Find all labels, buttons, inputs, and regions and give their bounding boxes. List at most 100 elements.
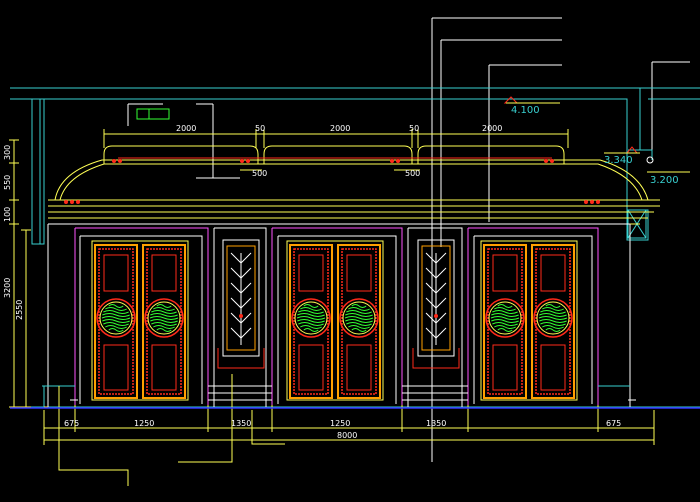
top-dimension-text: 2000 50 2000 50 2000 500 500 — [176, 124, 502, 178]
upper-panel — [346, 254, 372, 292]
top-dim-1: 2000 — [176, 124, 196, 133]
top-dim-2: 50 — [255, 124, 265, 133]
center-dim-1: 500 — [252, 169, 267, 178]
door-leaf-border — [142, 244, 186, 399]
door-leaf — [483, 244, 527, 399]
medallion-ring — [533, 298, 573, 338]
carving-line — [346, 322, 372, 326]
top-dimension-lines — [103, 129, 569, 171]
medallion-carving — [101, 304, 131, 332]
carving-line — [348, 325, 370, 329]
carving-line — [300, 307, 322, 311]
carving-line — [108, 328, 124, 332]
carving-line — [497, 304, 513, 308]
medallion-ring — [485, 298, 525, 338]
door-leaf-inlay — [293, 248, 329, 395]
medallion-inner-ring — [536, 301, 570, 335]
door-frame — [286, 240, 384, 401]
bottom-dim-6: 675 — [606, 419, 621, 428]
carving-line — [497, 328, 513, 332]
double-door — [286, 240, 384, 401]
carving-line — [150, 319, 178, 323]
top-dim-3: 2000 — [330, 124, 350, 133]
left-dim-550: 550 — [3, 175, 12, 190]
carving-line — [545, 328, 561, 332]
carving-line — [491, 313, 519, 317]
door-frame — [91, 240, 189, 401]
door-leaf-border — [531, 244, 575, 399]
double-door — [91, 240, 189, 401]
door-leaf-border — [289, 244, 333, 399]
carving-line — [492, 322, 518, 326]
lower-panel — [151, 344, 177, 391]
carving-line — [492, 310, 518, 314]
elevation-4100: 4.100 — [511, 105, 540, 116]
carving-line — [296, 316, 326, 320]
carving-line — [297, 319, 325, 323]
carving-line — [490, 316, 520, 320]
carving-line — [351, 304, 367, 308]
carving-line — [346, 310, 372, 314]
upper-panel — [151, 254, 177, 292]
carving-line — [303, 328, 319, 332]
medallion-ring — [144, 298, 184, 338]
carving-line — [491, 319, 519, 323]
left-dim-300: 300 — [3, 145, 12, 160]
lower-panel — [298, 344, 324, 391]
carving-line — [298, 322, 324, 326]
carving-line — [297, 313, 325, 317]
carving-line — [545, 304, 561, 308]
double-door — [480, 240, 578, 401]
carving-line — [540, 322, 566, 326]
carving-line — [156, 304, 172, 308]
medallion-carving — [344, 304, 374, 332]
bottom-dim-3: 1350 — [231, 419, 251, 428]
left-dimension-lines — [9, 139, 31, 408]
carving-line — [539, 319, 567, 323]
bottom-dimension-text: 675 1250 1350 1250 1350 675 8000 — [64, 419, 621, 440]
carving-line — [103, 310, 129, 314]
door-leaf — [531, 244, 575, 399]
door-leaf-inlay — [535, 248, 571, 395]
medallion-carving — [538, 304, 568, 332]
carving-line — [105, 307, 127, 311]
door-leaf-border — [94, 244, 138, 399]
bottom-dim-4: 1250 — [330, 419, 350, 428]
medallion-ring — [339, 298, 379, 338]
carving-line — [151, 310, 177, 314]
carving-line — [150, 313, 178, 317]
elevation-markers: 4.100 3.340 3.200 — [503, 96, 690, 186]
carving-line — [344, 316, 374, 320]
upper-panel — [298, 254, 324, 292]
left-dim-2550: 2550 — [15, 300, 24, 320]
medallion-inner-ring — [147, 301, 181, 335]
carving-line — [105, 325, 127, 329]
door-leaf-inlay — [487, 248, 523, 395]
door-leaf-inlay — [98, 248, 134, 395]
carving-line — [149, 316, 179, 320]
tag-box — [136, 108, 170, 120]
carving-line — [108, 304, 124, 308]
medallion-inner-ring — [342, 301, 376, 335]
leader-lines-top — [127, 17, 690, 462]
bottom-dim-1: 675 — [64, 419, 79, 428]
carving-line — [348, 307, 370, 311]
lower-panel — [346, 344, 372, 391]
total-dim-8000: 8000 — [337, 431, 357, 440]
carving-line — [153, 307, 175, 311]
carving-line — [494, 307, 516, 311]
lower-panel — [540, 344, 566, 391]
carving-line — [345, 313, 373, 317]
bottom-dimension-lines — [43, 374, 655, 486]
carving-line — [542, 307, 564, 311]
door-leaf-inlay — [146, 248, 182, 395]
left-dim-3200: 3200 — [3, 278, 12, 298]
left-dim-100: 100 — [3, 207, 12, 222]
carving-line — [494, 325, 516, 329]
lower-panel — [492, 344, 518, 391]
door-leaf-inlay — [341, 248, 377, 395]
carving-line — [539, 313, 567, 317]
carving-line — [156, 328, 172, 332]
left-dimension-text: 300 550 100 3200 2550 — [3, 145, 24, 320]
